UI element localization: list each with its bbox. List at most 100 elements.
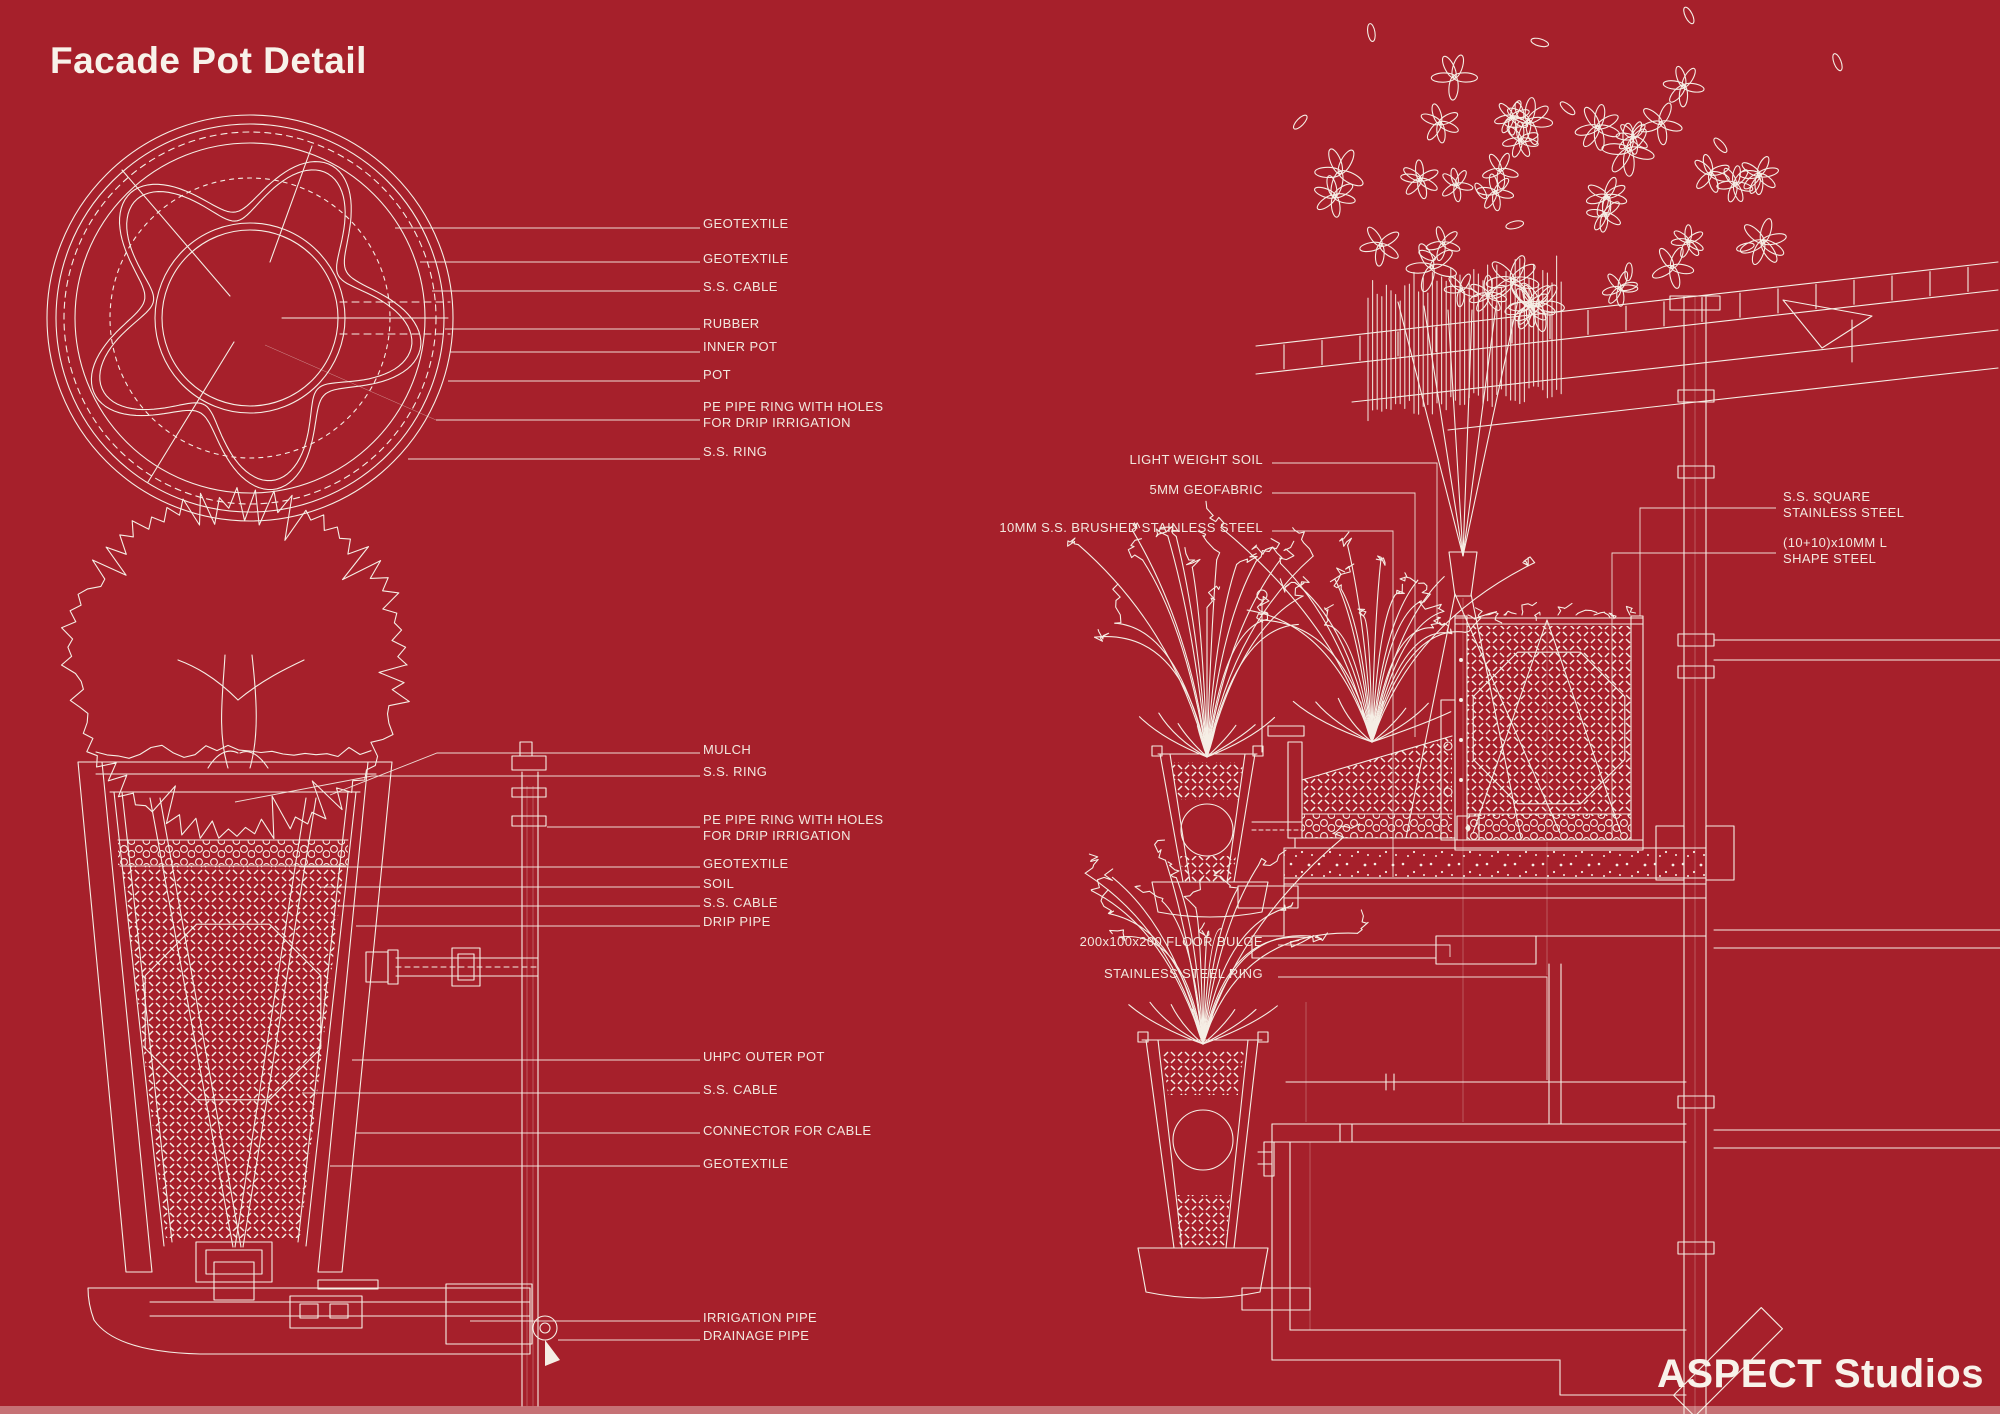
label-plan-geotextile-1: GEOTEXTILE [703, 216, 789, 231]
label-plan-inner-pot: INNER POT [703, 339, 778, 354]
anchor-block [213, 1261, 255, 1301]
wavy-ring-outer [90, 161, 422, 491]
drain-outlet-ring [532, 1315, 558, 1341]
label-sec-soil: SOIL [703, 876, 735, 891]
plan-view-drawing [46, 114, 700, 522]
planter-soil [1302, 736, 1452, 814]
label-plan-ss-ring: S.S. RING [703, 444, 768, 459]
mulch-band [118, 840, 348, 865]
lower-pot [1137, 1031, 1311, 1311]
mid-small-pot [1151, 589, 1303, 918]
spoke-lower-left [147, 341, 235, 483]
lower-floor-box [1271, 1073, 1687, 1396]
spoke-upper-left [121, 169, 231, 297]
mullion-head [1669, 295, 1721, 311]
label-plan-rubber: RUBBER [703, 316, 760, 331]
drain-arrow [545, 1340, 560, 1366]
label-sec-irrigation-pipe: IRRIGATION PIPE [703, 1310, 818, 1325]
pot-base-tray [1151, 881, 1269, 918]
label-sec-geotextile-2: GEOTEXTILE [703, 1156, 789, 1171]
callout-diagonal [264, 344, 437, 421]
label-sec-uhpc-outer-pot: UHPC OUTER POT [703, 1049, 825, 1064]
plinth-box-cell-1 [299, 1303, 319, 1319]
pot-outer-circle [46, 114, 454, 522]
label-sec-drainage-pipe: DRAINAGE PIPE [703, 1328, 810, 1343]
pot-drain-stub [1237, 885, 1299, 909]
inner-pot-side-right [305, 791, 357, 1247]
pot-foot [195, 1241, 273, 1283]
label-sec-ss-cable-2: S.S. CABLE [703, 1082, 778, 1097]
inner-cone-cables [149, 797, 317, 1248]
label-fac-floor-bulge: 200x100x200 FLOOR BULGE [1079, 934, 1263, 949]
planter-gravel [1302, 814, 1452, 838]
trunk-and-roots [177, 654, 305, 769]
screed-layer [1284, 848, 1706, 878]
wavy-ring-inner [99, 169, 413, 482]
facade-pot-groundcover [1467, 602, 1637, 624]
floor-bulge [1435, 935, 1537, 965]
label-plan-pot: POT [703, 367, 731, 382]
facade-rootball-octagon [1472, 651, 1626, 805]
facade-mullion [1655, 295, 2000, 1414]
pot-bracket-plate [1263, 1141, 1275, 1177]
mid-pot-plant [1067, 522, 1314, 758]
soffit-line [1251, 935, 1437, 959]
diagonal-brace [1673, 1307, 1783, 1414]
mullion-block-right [1705, 825, 1735, 881]
label-sec-drip-pipe: DRIP PIPE [703, 914, 771, 929]
label-fac-lightweight-soil: LIGHT WEIGHT SOIL [1129, 452, 1263, 467]
label-fac-steel-ring: STAINLESS STEEL RING [1104, 966, 1263, 981]
planter-wall-left [1287, 741, 1303, 839]
lower-pot-void [1172, 1109, 1234, 1171]
facade-pot-soil [1467, 626, 1631, 816]
label-sec-geotextile-1: GEOTEXTILE [703, 856, 789, 871]
page-title: Facade Pot Detail [50, 40, 367, 81]
label-sec-connector: CONNECTOR FOR CABLE [703, 1123, 872, 1138]
planter-curb [1267, 725, 1305, 737]
sheet-bottom-strip [0, 1406, 2000, 1414]
mullion-block-left [1655, 825, 1685, 881]
label-sec-mulch: MULCH [703, 742, 752, 757]
pot-foot-inner [205, 1249, 263, 1275]
lower-pot-plant [1084, 823, 1369, 1045]
mid-planter [1267, 699, 1456, 849]
lower-pot-base [1137, 1247, 1269, 1299]
lower-pot-drain [1241, 1287, 1311, 1311]
slab-bracket [1782, 299, 1873, 349]
section-leader-lines [234, 752, 700, 1341]
drainage-gravel [1467, 814, 1631, 840]
facade-section-drawing [1067, 6, 2000, 1414]
base-plinth [87, 1287, 531, 1355]
outer-pot-wall-left [77, 761, 153, 1273]
label-fac-brushed-steel: 10MM S.S. BRUSHED STAINLESS STEEL [999, 520, 1263, 535]
label-fac-ss-square: S.S. SQUARE STAINLESS STEEL [1783, 489, 1905, 520]
facade-leader-lines [1272, 462, 1776, 1080]
label-plan-pe-pipe-ring: PE PIPE RING WITH HOLES FOR DRIP IRRIGAT… [703, 399, 884, 430]
label-sec-ss-ring: S.S. RING [703, 764, 768, 779]
drain-outlet-center [539, 1322, 551, 1334]
plinth-box-cell-2 [329, 1303, 349, 1319]
rootball-octagon [144, 923, 322, 1101]
brand-logo: ASPECT Studios [1656, 1352, 1984, 1396]
label-plan-ss-cable: S.S. CABLE [703, 279, 778, 294]
pot-section-drawing [60, 487, 700, 1407]
label-plan-geotextile-2: GEOTEXTILE [703, 251, 789, 266]
planter-shrubs [1205, 500, 1536, 743]
feed-pipe [365, 947, 539, 987]
plan-leader-lines [395, 227, 700, 460]
canopy-section-lines [1367, 255, 1562, 422]
shrub-outline [60, 487, 410, 840]
corner-block [1456, 815, 1480, 841]
facade-pot [1454, 615, 1644, 851]
roof-slab [1255, 261, 1999, 431]
label-sec-pe-pipe-ring: PE PIPE RING WITH HOLES FOR DRIP IRRIGAT… [703, 812, 884, 843]
plinth-box [289, 1295, 363, 1329]
floor-build-up [1251, 847, 1707, 1125]
outer-pot-wall-right [317, 761, 393, 1273]
pot-post-left [1454, 615, 1468, 841]
mulch-surface-zigzag [95, 744, 372, 759]
pot-void-circle [1180, 803, 1234, 857]
pot-post-right [1630, 615, 1644, 841]
